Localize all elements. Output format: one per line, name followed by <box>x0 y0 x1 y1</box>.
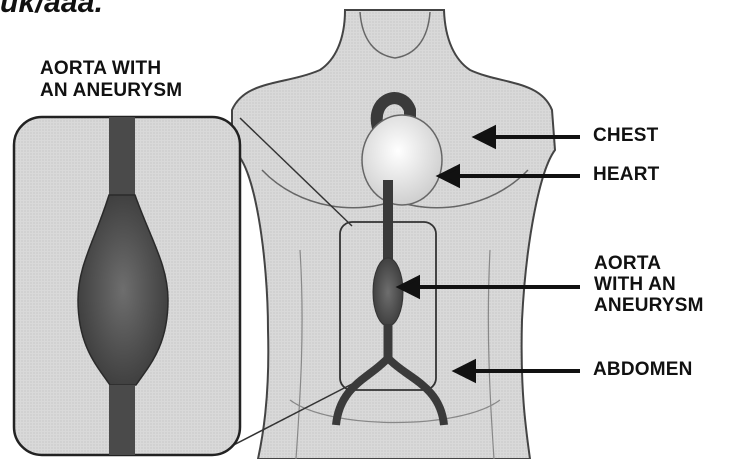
label-aorta-aneurysm: AORTA WITH AN ANEURYSM <box>594 253 738 316</box>
label-aorta-line2: WITH AN <box>594 274 738 295</box>
torso-outline <box>232 10 555 459</box>
inset-title-line1: AORTA WITH <box>40 58 240 80</box>
label-aorta-line3: ANEURYSM <box>594 295 738 316</box>
label-heart: HEART <box>593 164 659 185</box>
aneurysm-small <box>373 258 403 326</box>
label-abdomen: ABDOMEN <box>593 359 693 380</box>
label-chest: CHEST <box>593 125 658 146</box>
inset-title: AORTA WITH AN ANEURYSM <box>40 58 240 102</box>
inset-title-line2: AN ANEURYSM <box>40 80 240 102</box>
label-aorta-line1: AORTA <box>594 253 738 274</box>
heart <box>362 115 442 205</box>
url-fragment: uk/aaa. <box>0 0 103 20</box>
